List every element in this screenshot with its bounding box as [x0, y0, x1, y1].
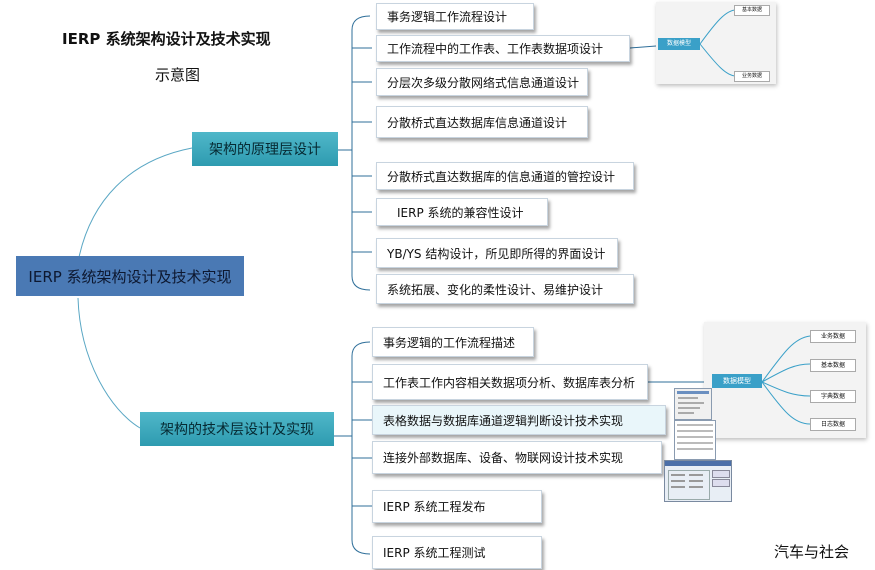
data-model-thumbnail-mid: 数据模型 业务数据 基本数据 字典数据 日志数据 — [704, 322, 866, 438]
thumbnail-connector-lines — [699, 9, 737, 77]
thumbnail-node: 基本数据 — [734, 5, 770, 16]
thumbnail-node: 业务数据 — [810, 330, 856, 343]
principle-item: 分散桥式直达数据库信息通道设计 — [376, 106, 588, 138]
data-model-thumbnail-top: 数据模型 基本数据 业务数据 — [656, 2, 776, 84]
tech-item: 事务逻辑的工作流程描述 — [372, 327, 534, 357]
principle-item: YB/YS 结构设计，所见即所得的界面设计 — [376, 238, 618, 268]
principle-item: IERP 系统的兼容性设计 — [376, 198, 548, 226]
principle-item: 系统拓展、变化的柔性设计、易维护设计 — [376, 274, 634, 304]
tech-item: 表格数据与数据库通道逻辑判断设计技术实现 — [372, 405, 666, 435]
thumbnail-connector-lines — [761, 335, 811, 425]
thumbnail-node: 业务数据 — [734, 71, 770, 82]
thumbnail-node: 字典数据 — [810, 390, 856, 403]
principle-item: 工作流程中的工作表、工作表数据项设计 — [376, 35, 630, 62]
principle-item: 事务逻辑工作流程设计 — [376, 3, 534, 30]
thumbnail-node: 日志数据 — [810, 418, 856, 431]
tech-item: IERP 系统工程发布 — [372, 490, 542, 523]
diagram-subtitle: 示意图 — [155, 66, 201, 84]
form-screenshot-thumbnail — [674, 388, 712, 420]
watermark: 汽车与社会 — [774, 543, 850, 561]
principle-item: 分层次多级分散网络式信息通道设计 — [376, 68, 588, 96]
branch-principle-layer: 架构的原理层设计 — [192, 132, 338, 166]
root-node: IERP 系统架构设计及技术实现 — [16, 256, 244, 296]
branch-technical-layer: 架构的技术层设计及实现 — [140, 412, 334, 446]
tech-item: IERP 系统工程测试 — [372, 536, 542, 569]
principle-item: 分散桥式直达数据库的信息通道的管控设计 — [376, 162, 634, 190]
tech-item: 工作表工作内容相关数据项分析、数据库表分析 — [372, 364, 648, 400]
diagram-title: IERP 系统架构设计及技术实现 — [62, 30, 271, 48]
thumbnail-center-node: 数据模型 — [658, 38, 700, 50]
table-screenshot-thumbnail — [674, 420, 716, 460]
dialog-screenshot-thumbnail — [664, 460, 732, 502]
thumbnail-node: 基本数据 — [810, 359, 856, 372]
tech-item: 连接外部数据库、设备、物联网设计技术实现 — [372, 441, 662, 474]
thumbnail-center-node: 数据模型 — [712, 374, 762, 388]
